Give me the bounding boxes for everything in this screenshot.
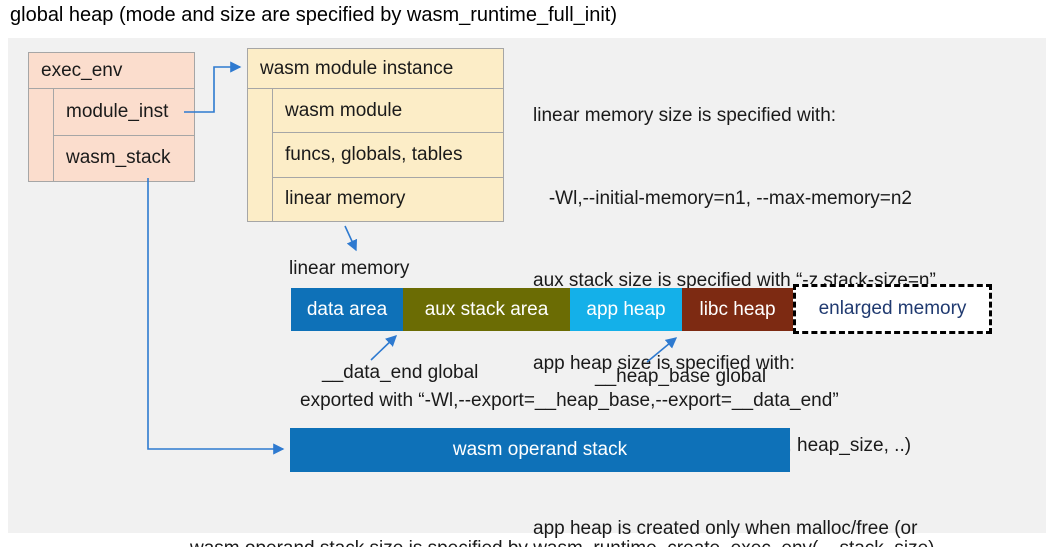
segment-aux-stack-area: aux stack area xyxy=(403,288,570,331)
exec-env-row-wasm-stack: wasm_stack xyxy=(54,134,194,182)
exec-env-row-module-inst: module_inst xyxy=(66,100,169,122)
module-instance-header: wasm module instance xyxy=(248,49,503,89)
note-line: linear memory size is specified with: xyxy=(533,105,837,126)
module-instance-row-funcs-globals-tables: funcs, globals, tables xyxy=(273,132,503,176)
segment-libc-heap: libc heap xyxy=(682,288,793,331)
segment-data-area: data area xyxy=(291,288,403,331)
exec-env-header: exec_env xyxy=(29,53,194,89)
segment-enlarged-memory: enlarged memory xyxy=(793,284,992,334)
module-instance-box: wasm module instance wasm module funcs, … xyxy=(247,48,504,222)
module-instance-row-wasm-module: wasm module xyxy=(285,99,403,121)
exec-env-body: module_inst wasm_stack xyxy=(53,89,194,181)
note-line: wasm operand stack size is specified by … xyxy=(190,536,935,547)
note-line: app heap is created only when malloc/fre… xyxy=(533,517,918,539)
module-instance-row-linear-memory: linear memory xyxy=(273,176,503,221)
linear-memory-bar: data area aux stack area app heap libc h… xyxy=(291,288,793,331)
operand-stack-notes: wasm operand stack size is specified by … xyxy=(190,483,935,547)
heap-base-global-label: __heap_base global xyxy=(595,366,767,387)
note-line: -Wl,--initial-memory=n1, --max-memory=n2 xyxy=(533,187,912,209)
exec-env-box: exec_env module_inst wasm_stack xyxy=(28,52,195,182)
data-end-global-label: __data_end global xyxy=(322,362,479,383)
exported-with-label: exported with “-Wl,--export=__heap_base,… xyxy=(300,390,839,411)
linear-memory-label: linear memory xyxy=(289,258,410,279)
wasm-operand-stack-box: wasm operand stack xyxy=(290,428,790,472)
segment-app-heap: app heap xyxy=(570,288,682,331)
module-instance-body: wasm module funcs, globals, tables linea… xyxy=(272,89,503,221)
diagram-title: global heap (mode and size are specified… xyxy=(10,4,617,26)
note-line: app heap size is specified with: xyxy=(533,352,795,374)
